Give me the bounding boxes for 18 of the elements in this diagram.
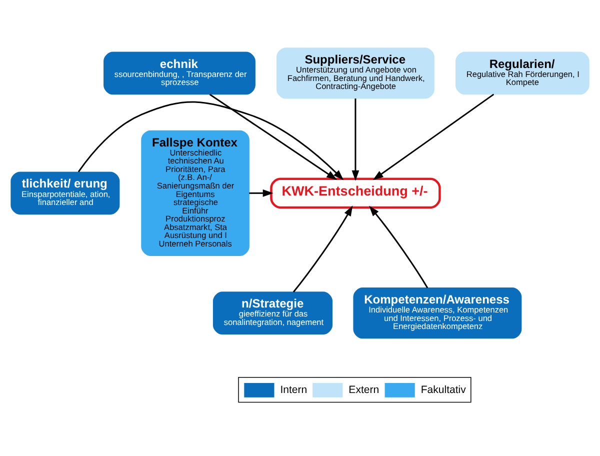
node-box: Suppliers/Service Unterstützung und Angebote von Fachfirmen, Beratung und Handwerk, Contracting-Angebote	[276, 47, 434, 98]
node-box: Kompetenzen/Awareness Individuelle Awareness, Kompetenzen und Interessen, Prozess- und Energiedatenkompetenz	[353, 287, 522, 338]
arrow	[372, 93, 494, 180]
legend-label: Fakultativ	[420, 383, 466, 396]
node-box: Fallspe Kontex Unterschiedlic technischen Au Prioritäten, Para (z.B. An-/ Sanierungsmaßn der Eigentums strategische Einführ Produktionsproz Absatzmarkt, Sta Ausrüstung und I Unterneh Personals	[141, 130, 250, 256]
node-box: tlichkeit/ erung Einsparpotentiale, ation, finanzieller and	[10, 171, 120, 214]
node-box: echnik ssourcenbindung, , Transparenz der sprozesse	[104, 51, 256, 94]
legend-label: Intern	[280, 383, 308, 396]
arrow	[209, 93, 338, 180]
legend-label: Extern	[348, 383, 380, 396]
node-box: Regularien/ Regulative Rah Förderungen, I Kompete	[455, 51, 590, 94]
arrow	[249, 188, 274, 196]
arrow	[78, 100, 344, 180]
arrow	[352, 98, 360, 180]
arrow	[369, 205, 428, 288]
arrow	[292, 205, 353, 292]
node-box: KWK-Entscheidung +/-	[270, 177, 441, 208]
node-box: n/Strategie gieeffizienz für das sonalintegration, nagement	[212, 291, 333, 334]
